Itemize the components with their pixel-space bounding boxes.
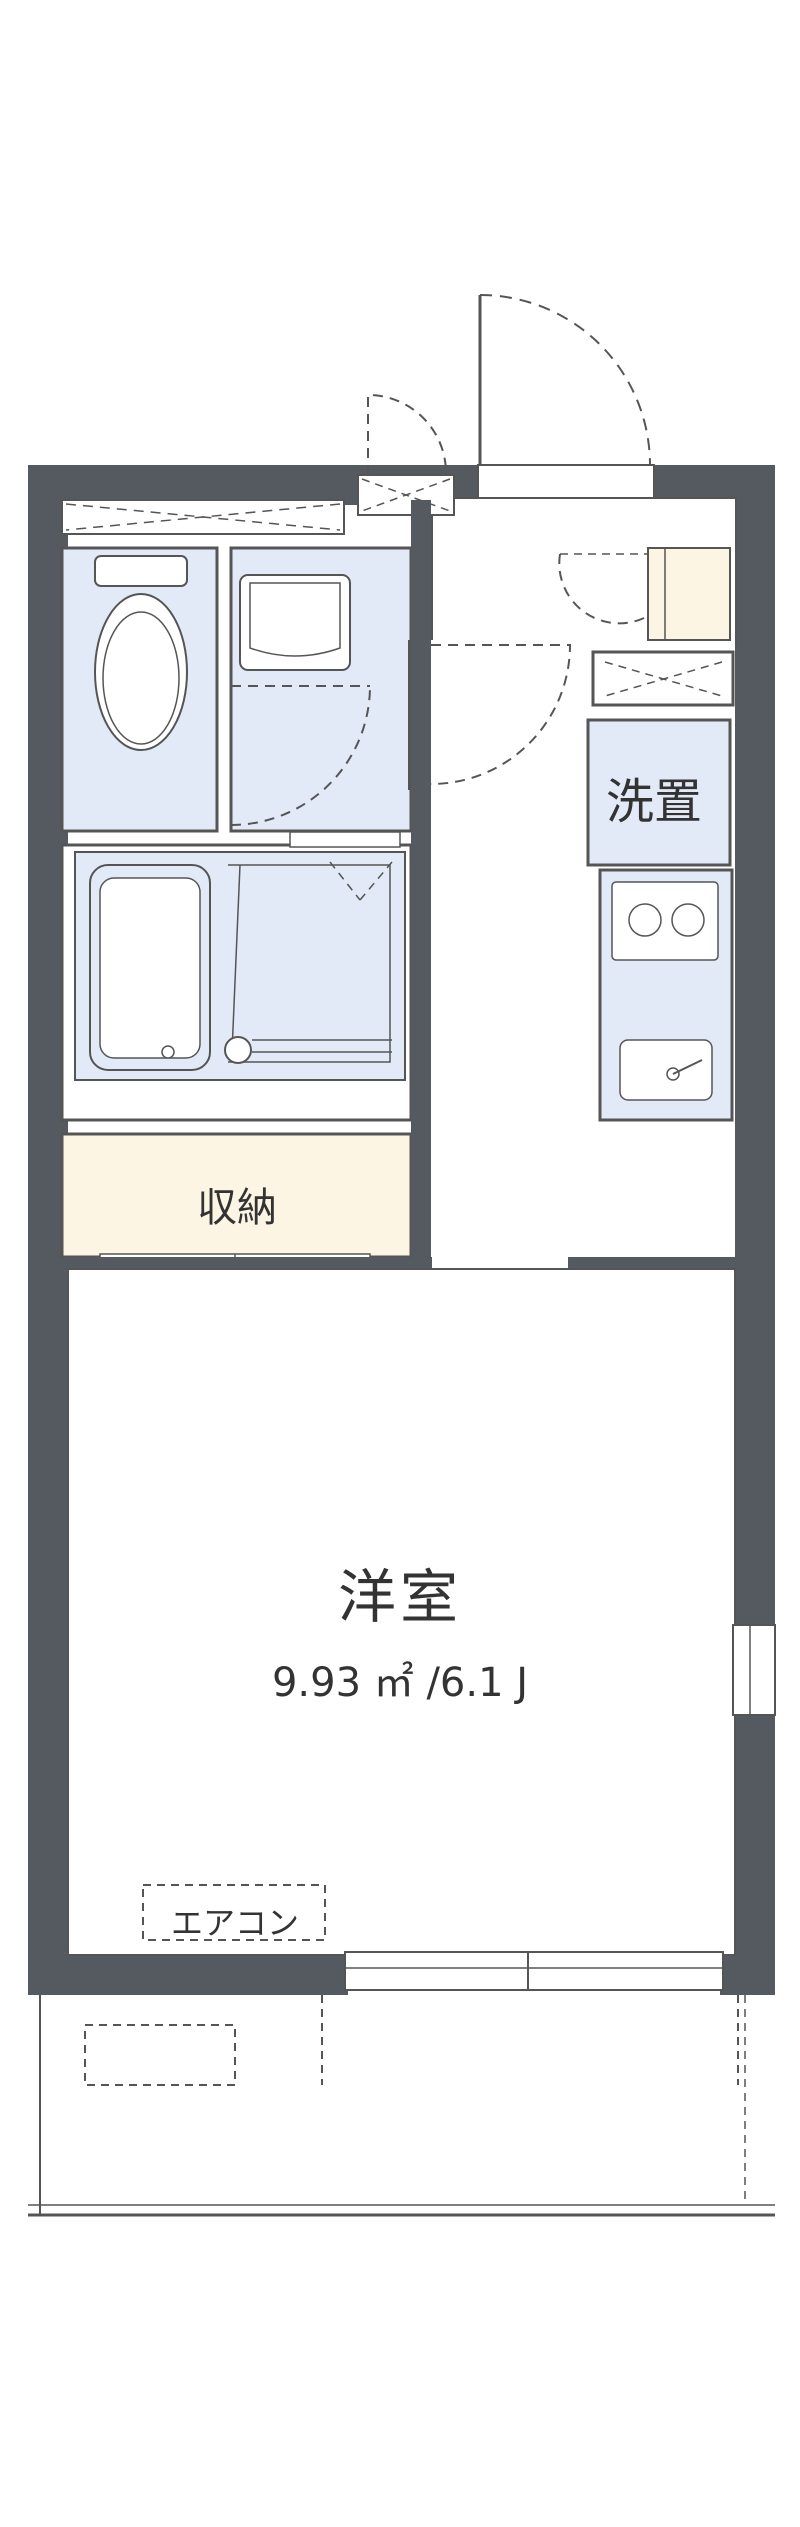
meter-box [357,393,455,516]
upper-cabinet [591,650,735,707]
room-area: 9.93 ㎡ /6.1 J [271,1660,529,1706]
bathroom [60,831,413,1122]
balcony [28,1995,775,2217]
storage-label: 収納 [197,1185,277,1231]
laundry-label: 洗置 [605,774,702,830]
kitchen-counter [598,868,734,1122]
toilet-room [60,546,219,833]
top-shelf [61,499,345,535]
washer-space [586,718,732,867]
balcony-window [344,1951,724,1991]
washroom [229,546,413,833]
aircon-label: エアコン [170,1904,299,1942]
room-name: 洋室 [337,1563,462,1631]
shoe-cabinet [647,547,731,641]
aircon-outline [142,1884,326,1941]
interior-partition [62,500,738,1270]
